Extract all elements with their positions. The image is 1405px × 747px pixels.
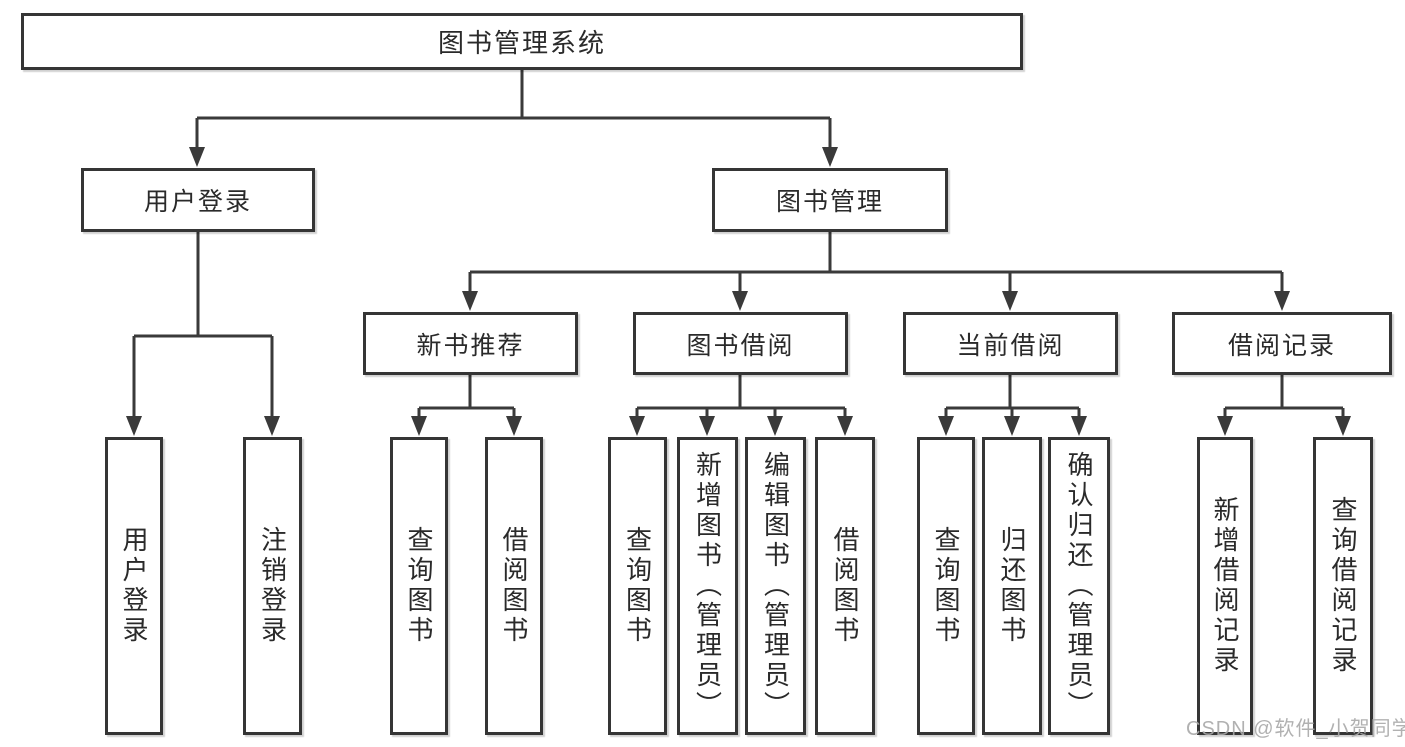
node-label: 借阅图书 bbox=[830, 526, 860, 646]
node-confirm-return-admin: 确认归还（管理员） bbox=[1048, 437, 1110, 735]
node-return-books: 归还图书 bbox=[982, 437, 1042, 735]
node-label: 用户登录 bbox=[143, 188, 252, 216]
node-add-book-admin: 新增图书（管理员） bbox=[677, 437, 738, 735]
node-label: 新增图书（管理员） bbox=[692, 451, 723, 721]
node-borrowing-records: 借阅记录 bbox=[1172, 312, 1392, 375]
node-label: 借阅记录 bbox=[1227, 331, 1336, 360]
node-recommend-query-books: 查询图书 bbox=[390, 437, 448, 735]
node-label: 图书管理 bbox=[775, 188, 884, 216]
node-root: 图书管理系统 bbox=[21, 13, 1023, 70]
node-label: 归还图书 bbox=[997, 526, 1027, 646]
node-logout: 注销登录 bbox=[243, 437, 302, 735]
node-label: 注销登录 bbox=[257, 526, 288, 646]
node-label: 查询借阅记录 bbox=[1328, 496, 1358, 676]
node-label: 查询图书 bbox=[404, 526, 434, 646]
node-book-borrowing: 图书借阅 bbox=[633, 312, 848, 375]
node-borrowing-query-books: 查询图书 bbox=[608, 437, 667, 735]
node-recommend-borrow-books: 借阅图书 bbox=[485, 437, 543, 735]
node-current-borrowing: 当前借阅 bbox=[903, 312, 1118, 375]
node-label: 当前借阅 bbox=[956, 331, 1065, 360]
node-edit-book-admin: 编辑图书（管理员） bbox=[745, 437, 806, 735]
node-label: 用户登录 bbox=[119, 526, 149, 646]
node-label: 确认归还（管理员） bbox=[1064, 451, 1094, 721]
node-add-borrow-record: 新增借阅记录 bbox=[1197, 437, 1253, 735]
node-label: 编辑图书（管理员） bbox=[760, 451, 791, 721]
node-label: 图书管理系统 bbox=[437, 28, 606, 58]
node-label: 图书借阅 bbox=[686, 331, 795, 360]
node-query-borrow-record: 查询借阅记录 bbox=[1313, 437, 1373, 735]
node-label: 查询图书 bbox=[931, 526, 961, 646]
arrowheads bbox=[126, 147, 1351, 436]
node-new-book-recommend: 新书推荐 bbox=[363, 312, 578, 375]
node-book-management-branch: 图书管理 bbox=[712, 168, 948, 232]
node-user-login: 用户登录 bbox=[105, 437, 163, 735]
node-borrowing-borrow-books: 借阅图书 bbox=[815, 437, 875, 735]
node-current-query-books: 查询图书 bbox=[917, 437, 975, 735]
node-label: 新增借阅记录 bbox=[1210, 496, 1240, 676]
node-label: 查询图书 bbox=[622, 526, 653, 646]
node-label: 借阅图书 bbox=[499, 526, 529, 646]
csdn-watermark: CSDN @软件_小贺同学 bbox=[1186, 718, 1405, 740]
node-label: 新书推荐 bbox=[416, 331, 525, 360]
node-user-login-branch: 用户登录 bbox=[81, 168, 315, 232]
